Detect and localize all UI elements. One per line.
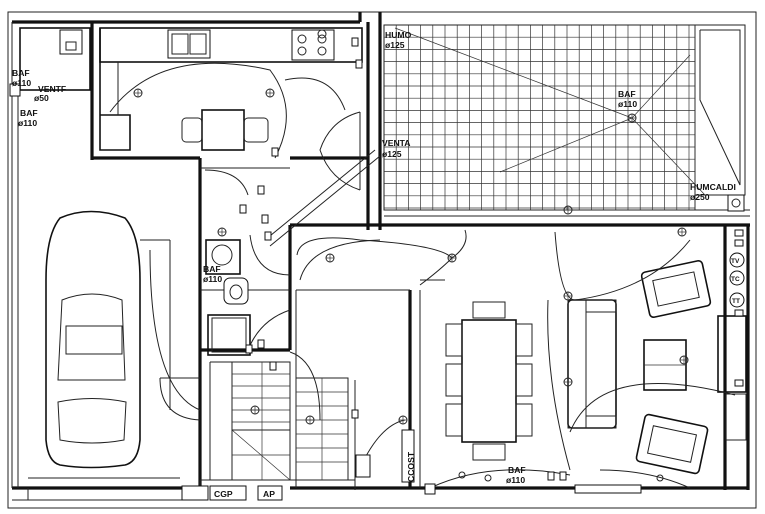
sink <box>211 244 233 266</box>
baf-bath-size: ø110 <box>203 274 222 284</box>
tc-label: TC <box>731 276 740 283</box>
kitchen-sink <box>167 29 211 59</box>
dining-table <box>445 301 533 461</box>
stove <box>291 29 335 61</box>
ventf-size: ø50 <box>34 93 49 103</box>
cgp-box <box>209 485 247 501</box>
toilet <box>223 277 249 305</box>
tt-plate <box>729 292 745 308</box>
baf-bottom-size: ø110 <box>506 475 525 485</box>
wall-plates: TV TC TT <box>729 252 745 308</box>
baf-left-size: ø110 <box>12 78 31 88</box>
stairs <box>159 351 349 481</box>
outlets <box>239 37 744 495</box>
patio-tiles <box>383 24 696 211</box>
baf-left-label: BAF <box>12 68 30 78</box>
humo-size: ø125 <box>385 40 405 50</box>
baf-patio-label: BAF <box>618 89 636 99</box>
venta-label: VENTA <box>382 138 411 148</box>
coffee-table <box>643 339 687 391</box>
ap-label: AP <box>263 489 275 499</box>
humcaldi-label: HUMCALDI <box>690 182 736 192</box>
baf-left2-size: ø110 <box>18 118 37 128</box>
armchair-bottom <box>635 413 709 475</box>
ccost-label: CCOST <box>406 451 416 482</box>
ap-box <box>257 485 283 501</box>
cgp-label: CGP <box>214 489 233 499</box>
car-icon <box>45 210 201 469</box>
humo-label: HUMO <box>385 30 412 40</box>
tv-plate <box>729 252 745 268</box>
meter-boxes: CGP AP <box>181 485 283 501</box>
kitchen <box>99 27 363 191</box>
living-door-arcs <box>429 231 736 494</box>
baf-bottom-label: BAF <box>508 465 526 475</box>
venta-size: ø125 <box>382 149 402 159</box>
duct-labels: BAF ø110 VENTF ø50 BAF ø110 HUMO ø125 BA… <box>12 30 736 485</box>
sofa <box>567 299 617 429</box>
baf-left2-label: BAF <box>20 108 38 118</box>
baf-patio-size: ø110 <box>618 99 637 109</box>
tt-label: TT <box>732 298 740 305</box>
light-fixtures <box>133 29 689 482</box>
kitchen-table <box>201 109 245 151</box>
tv-cabinet <box>717 315 747 441</box>
bathroom <box>204 169 291 356</box>
baf-bath-label: BAF <box>203 264 221 274</box>
patio-roof <box>384 24 750 217</box>
humcaldi-size: ø250 <box>690 192 710 202</box>
ventf-label: VENTF <box>38 84 66 94</box>
armchair-top <box>640 260 712 318</box>
tv-label: TV <box>731 258 740 265</box>
utility-corner <box>9 27 91 97</box>
hall-doors <box>264 149 467 483</box>
tc-plate <box>729 270 745 286</box>
